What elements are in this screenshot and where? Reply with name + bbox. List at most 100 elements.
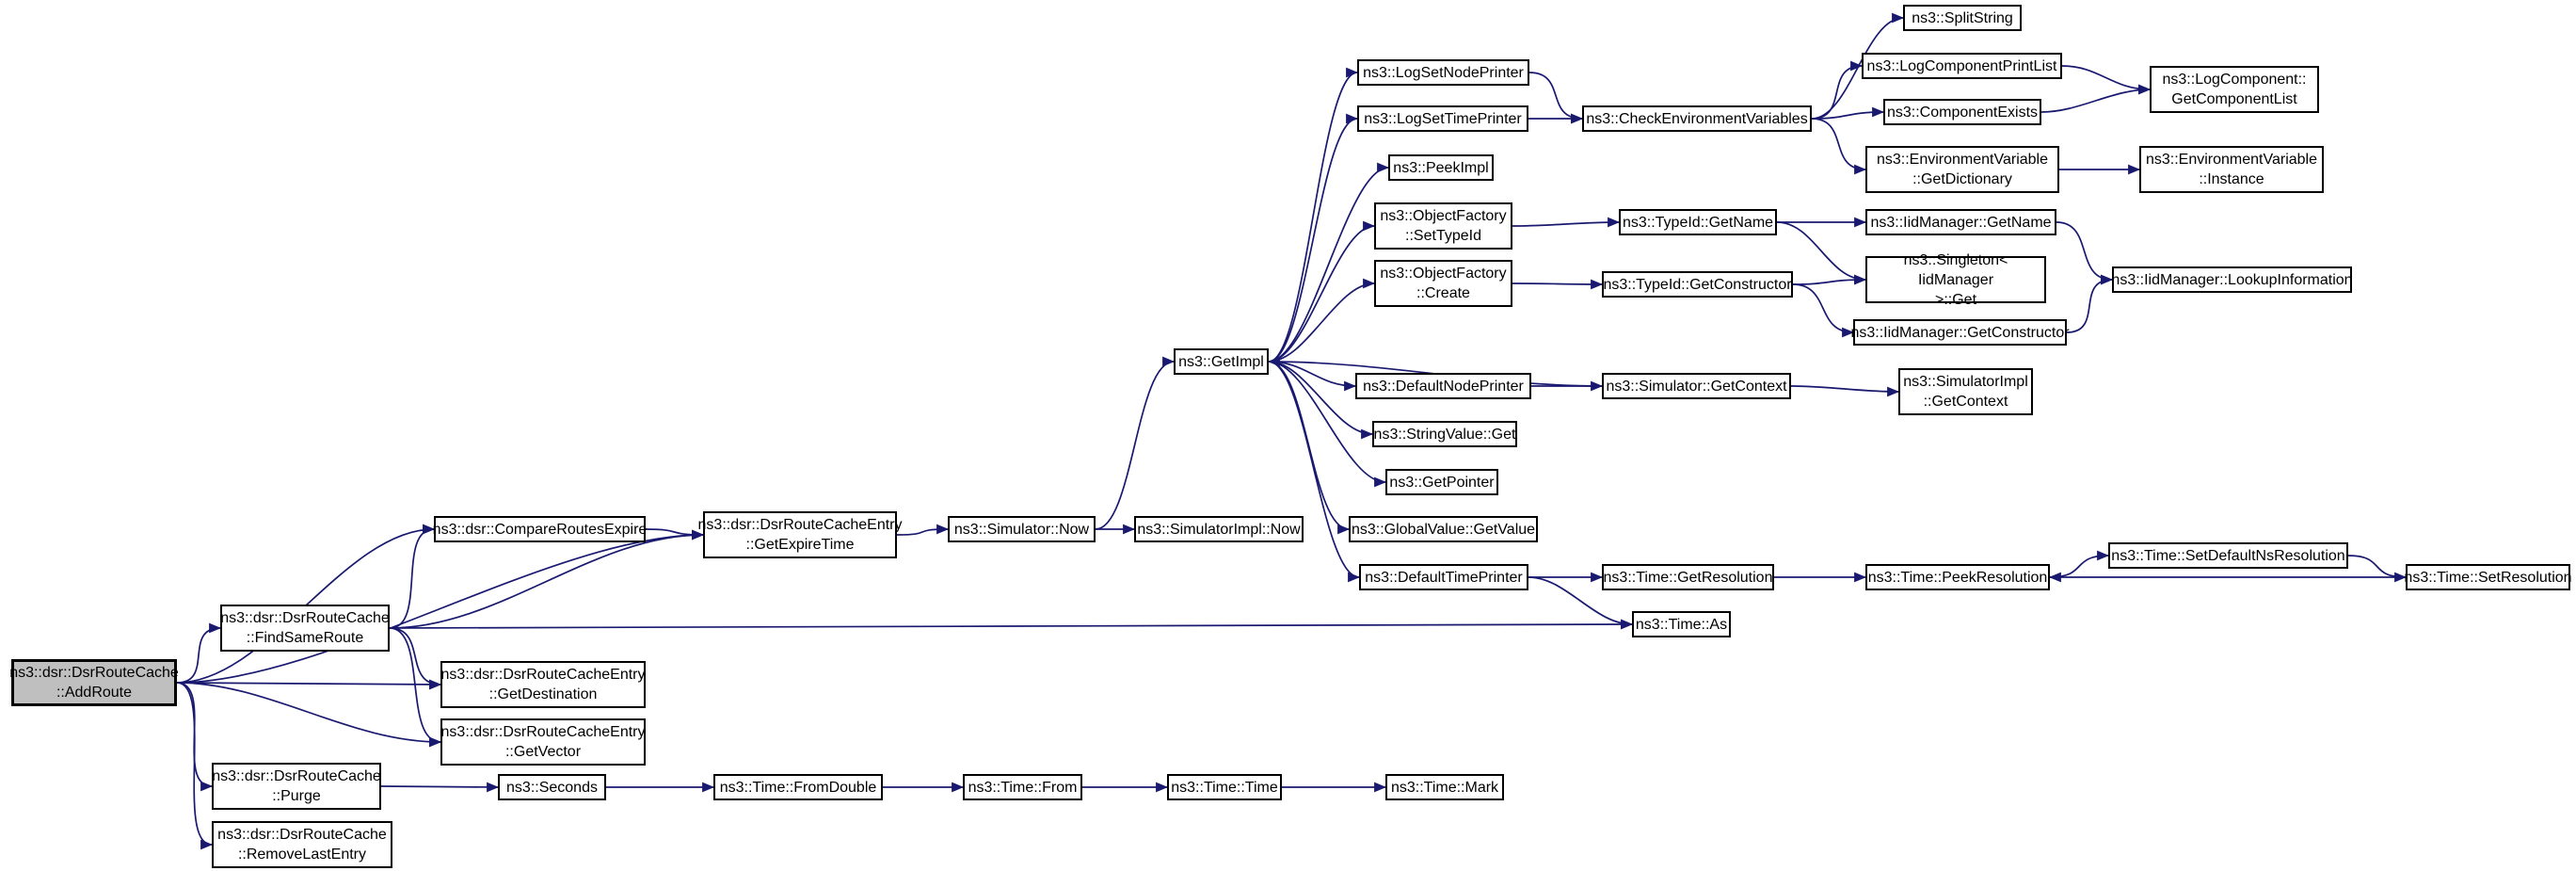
graph-node-envgetdict[interactable]: ns3::EnvironmentVariable ::GetDictionary bbox=[1865, 146, 2059, 193]
graph-node-label: ns3::dsr::CompareRoutesExpire bbox=[432, 521, 648, 538]
graph-node-label: ns3::Seconds bbox=[506, 779, 598, 796]
graph-node-peekimpl[interactable]: ns3::PeekImpl bbox=[1388, 154, 1494, 181]
graph-node-singletonget[interactable]: ns3::Singleton< IidManager >::Get bbox=[1865, 252, 2046, 308]
graph-node-defaultnodeprinter[interactable]: ns3::DefaultNodePrinter bbox=[1355, 373, 1531, 399]
graph-node-findsameroute[interactable]: ns3::dsr::DsrRouteCache ::FindSameRoute bbox=[220, 605, 390, 652]
graph-node-checkenv[interactable]: ns3::CheckEnvironmentVariables bbox=[1582, 105, 1812, 132]
edge-compareroutesexpire-getexpiretime bbox=[645, 528, 705, 540]
edge-simnow-getimpl bbox=[1095, 356, 1176, 530]
graph-node-timemark[interactable]: ns3::Time::Mark bbox=[1385, 774, 1504, 800]
graph-node-label: ns3::dsr::DsrRouteCache ::Purge bbox=[212, 768, 381, 804]
graph-node-label: ns3::Time::FromDouble bbox=[719, 779, 877, 796]
edge-typeidgetctor-iidgetctor bbox=[1792, 283, 1855, 338]
graph-node-label: ns3::Time::Time bbox=[1171, 779, 1278, 796]
graph-node-label: ns3::CheckEnvironmentVariables bbox=[1586, 110, 1808, 127]
edge-addroute-getdestination bbox=[176, 679, 442, 690]
edge-iidgetctor-iidlookup bbox=[2066, 274, 2114, 333]
graph-node-label: ns3::LogSetNodePrinter bbox=[1363, 64, 1524, 81]
graph-node-timefrom[interactable]: ns3::Time::From bbox=[963, 774, 1082, 800]
edge-offactsettypeid-typeidgetname bbox=[1512, 217, 1621, 228]
graph-node-typeidgetctor[interactable]: ns3::TypeId::GetConstructor bbox=[1602, 271, 1793, 298]
graph-node-defaulttimeprinter[interactable]: ns3::DefaultTimePrinter bbox=[1359, 564, 1528, 590]
graph-node-getpointer[interactable]: ns3::GetPointer bbox=[1385, 469, 1498, 495]
graph-node-getdestination[interactable]: ns3::dsr::DsrRouteCacheEntry ::GetDestin… bbox=[440, 661, 646, 708]
graph-node-logcompgetcomplist[interactable]: ns3::LogComponent:: GetComponentList bbox=[2150, 66, 2319, 113]
graph-node-label: ns3::TypeId::GetName bbox=[1622, 214, 1774, 231]
graph-node-fromdouble[interactable]: ns3::Time::FromDouble bbox=[713, 774, 883, 800]
graph-node-offactsettypeid[interactable]: ns3::ObjectFactory ::SetTypeId bbox=[1374, 202, 1512, 250]
edge-defaulttimeprinter-timeas bbox=[1528, 576, 1634, 630]
graph-node-removelastentry[interactable]: ns3::dsr::DsrRouteCache ::RemoveLastEntr… bbox=[212, 821, 392, 868]
edge-getimpl-logsetnodeprinter bbox=[1268, 67, 1359, 363]
graph-node-label: ns3::SimulatorImpl::Now bbox=[1137, 521, 1301, 538]
graph-node-label: ns3::Singleton< IidManager >::Get bbox=[1903, 251, 2008, 308]
edge-typeidgetctor-singletonget bbox=[1792, 274, 1867, 285]
graph-node-label: ns3::IidManager::GetConstructor bbox=[1850, 324, 2070, 341]
graph-node-logcompprintlist[interactable]: ns3::LogComponentPrintList bbox=[1862, 53, 2062, 79]
edge-addroute-getexpiretime bbox=[176, 529, 705, 684]
graph-node-splitstring[interactable]: ns3::SplitString bbox=[1903, 5, 2022, 31]
graph-node-iidgetname[interactable]: ns3::IidManager::GetName bbox=[1865, 209, 2056, 235]
graph-node-label: ns3::Time::PeekResolution bbox=[1867, 569, 2048, 586]
graph-node-componentexists[interactable]: ns3::ComponentExists bbox=[1883, 99, 2041, 125]
graph-node-label: ns3::dsr::DsrRouteCacheEntry ::GetExpire… bbox=[697, 517, 903, 553]
graph-node-addroute[interactable]: ns3::dsr::DsrRouteCache ::AddRoute bbox=[9, 659, 179, 706]
edge-typeidgetname-singletonget bbox=[1776, 221, 1867, 285]
graph-node-label: ns3::PeekImpl bbox=[1393, 159, 1489, 176]
graph-node-timetime[interactable]: ns3::Time::Time bbox=[1167, 774, 1282, 800]
edge-findsameroute-timeas bbox=[389, 619, 1634, 630]
graph-node-stringvalueget[interactable]: ns3::StringValue::Get bbox=[1372, 421, 1517, 447]
edge-offactcreate-typeidgetctor bbox=[1512, 279, 1604, 290]
graph-node-timegetres[interactable]: ns3::Time::GetResolution bbox=[1602, 564, 1774, 590]
graph-node-typeidgetname[interactable]: ns3::TypeId::GetName bbox=[1619, 209, 1777, 235]
edge-findsameroute-compareroutesexpire bbox=[389, 524, 436, 629]
graph-node-label: ns3::dsr::DsrRouteCache ::AddRoute bbox=[9, 665, 179, 701]
graph-node-iidgetctor[interactable]: ns3::IidManager::GetConstructor bbox=[1850, 319, 2070, 346]
graph-node-logsetnodeprinter[interactable]: ns3::LogSetNodePrinter bbox=[1357, 59, 1529, 86]
graph-node-timepeekres[interactable]: ns3::Time::PeekResolution bbox=[1865, 564, 2050, 590]
edge-getimpl-globalvaluegetvalue bbox=[1268, 361, 1351, 535]
edge-getimpl-defaulttimeprinter bbox=[1268, 361, 1361, 583]
graph-node-label: ns3::ComponentExists bbox=[1886, 104, 2039, 121]
graph-node-logsettimeprinter[interactable]: ns3::LogSetTimePrinter bbox=[1357, 105, 1528, 132]
graph-node-timeas[interactable]: ns3::Time::As bbox=[1632, 611, 1731, 637]
graph-node-label: ns3::LogSetTimePrinter bbox=[1364, 110, 1522, 127]
graph-node-label: ns3::EnvironmentVariable ::GetDictionary bbox=[1876, 152, 2049, 187]
graph-node-globalvaluegetvalue[interactable]: ns3::GlobalValue::GetValue bbox=[1349, 516, 1538, 542]
edge-getimpl-peekimpl bbox=[1268, 162, 1390, 363]
edge-addroute-removelastentry bbox=[176, 682, 214, 850]
edge-getimpl-offactcreate bbox=[1268, 278, 1376, 363]
graph-node-label: ns3::GetPointer bbox=[1389, 474, 1495, 491]
edge-findsameroute-getexpiretime bbox=[389, 529, 705, 629]
edge-getimpl-offactsettypeid bbox=[1268, 220, 1376, 363]
graph-node-simimplgetcontext[interactable]: ns3::SimulatorImpl ::GetContext bbox=[1898, 368, 2033, 415]
graph-node-label: ns3::dsr::DsrRouteCacheEntry ::GetVector bbox=[440, 724, 646, 760]
edge-getimpl-logsettimeprinter bbox=[1268, 113, 1359, 363]
edge-checkenv-envgetdict bbox=[1811, 118, 1867, 175]
graph-node-label: ns3::dsr::DsrRouteCache ::FindSameRoute bbox=[220, 610, 390, 646]
graph-node-label: ns3::ObjectFactory ::Create bbox=[1380, 266, 1507, 301]
graph-node-simgetcontext[interactable]: ns3::Simulator::GetContext bbox=[1602, 373, 1791, 399]
graph-node-label: ns3::Time::As bbox=[1635, 616, 1728, 633]
graph-node-label: ns3::dsr::DsrRouteCache ::RemoveLastEntr… bbox=[217, 827, 387, 863]
edge-checkenv-componentexists bbox=[1811, 106, 1885, 120]
graph-node-getimpl[interactable]: ns3::GetImpl bbox=[1174, 348, 1269, 375]
graph-node-timesetdefaultns[interactable]: ns3::Time::SetDefaultNsResolution bbox=[2108, 542, 2348, 569]
graph-node-label: ns3::DefaultTimePrinter bbox=[1365, 569, 1523, 586]
graph-node-getexpiretime[interactable]: ns3::dsr::DsrRouteCacheEntry ::GetExpire… bbox=[698, 511, 903, 558]
edge-getexpiretime-simnow bbox=[896, 524, 950, 536]
graph-node-iidlookup[interactable]: ns3::IidManager::LookupInformation bbox=[2111, 266, 2353, 293]
graph-node-offactcreate[interactable]: ns3::ObjectFactory ::Create bbox=[1374, 260, 1512, 307]
graph-node-purge[interactable]: ns3::dsr::DsrRouteCache ::Purge bbox=[212, 763, 381, 810]
graph-node-seconds[interactable]: ns3::Seconds bbox=[498, 774, 606, 800]
graph-node-compareroutesexpire[interactable]: ns3::dsr::CompareRoutesExpire bbox=[433, 516, 647, 542]
graph-node-label: ns3::LogComponent:: GetComponentList bbox=[2162, 72, 2307, 107]
graph-node-envinstance[interactable]: ns3::EnvironmentVariable ::Instance bbox=[2139, 146, 2324, 193]
graph-node-simimplnow[interactable]: ns3::SimulatorImpl::Now bbox=[1134, 516, 1304, 542]
graph-node-getvector[interactable]: ns3::dsr::DsrRouteCacheEntry ::GetVector bbox=[440, 718, 646, 766]
graph-node-timesetres[interactable]: ns3::Time::SetResolution bbox=[2404, 564, 2572, 590]
graph-node-label: ns3::Time::SetDefaultNsResolution bbox=[2111, 547, 2345, 564]
graph-node-simnow[interactable]: ns3::Simulator::Now bbox=[948, 516, 1096, 542]
graph-node-label: ns3::TypeId::GetConstructor bbox=[1603, 276, 1792, 293]
